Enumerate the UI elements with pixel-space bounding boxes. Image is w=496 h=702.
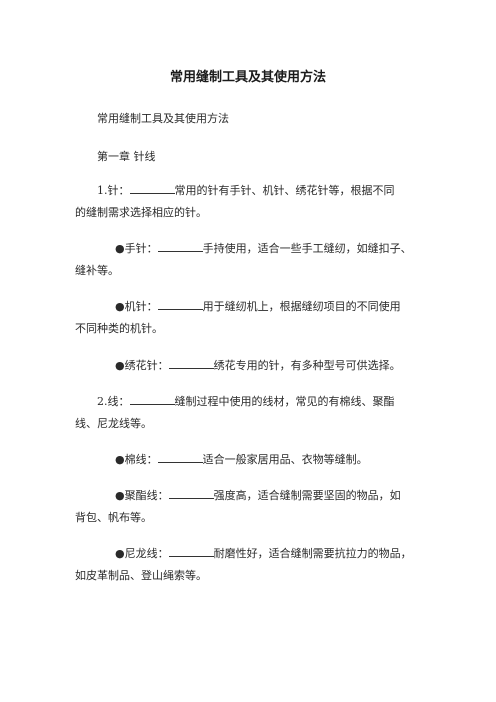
polyester-prefix: ●聚酯线： xyxy=(115,489,169,502)
embroidery-needle-line-1: ●绣花针： 绣花专用的针，有多种型号可供选择。 xyxy=(115,358,401,373)
needle-prefix: 1.针： xyxy=(97,184,130,197)
fill-blank xyxy=(168,358,214,369)
hand-needle-prefix: ●手针： xyxy=(115,242,158,255)
nylon-line-1: ●尼龙线： 耐磨性好，适合缝制需要抗拉力的物品， xyxy=(115,546,412,561)
needle-line-1: 1.针： 常用的针有手针、机针、绣花针等，根据不同 xyxy=(97,183,395,198)
chapter-heading: 第一章 针线 xyxy=(97,150,156,163)
embroidery-needle-prefix: ●绣花针： xyxy=(115,359,169,372)
machine-needle-prefix: ●机针： xyxy=(115,300,158,313)
document-title: 常用缝制工具及其使用方法 xyxy=(169,70,326,85)
fill-blank xyxy=(157,299,203,310)
polyester-line-1: ●聚酯线： 强度高，适合缝制需要坚固的物品，如 xyxy=(115,488,401,503)
nylon-prefix: ●尼龙线： xyxy=(115,547,169,560)
machine-needle-text-1: 用于缝纫机上，根据缝纫项目的不同使用 xyxy=(202,300,401,313)
hand-needle-line-1: ●手针： 手持使用，适合一些手工缝纫，如缝扣子、 xyxy=(115,241,412,256)
cotton-prefix: ●棉线： xyxy=(115,453,158,466)
thread-line-2: 线、尼龙线等。 xyxy=(75,417,152,430)
thread-prefix: 2.线： xyxy=(97,395,130,408)
nylon-text-1: 耐磨性好，适合缝制需要抗拉力的物品， xyxy=(213,547,412,560)
polyester-line-2: 背包、帆布等。 xyxy=(75,511,152,524)
needle-line-2: 的缝制需求选择相应的针。 xyxy=(75,206,207,219)
polyester-text-1: 强度高，适合缝制需要坚固的物品，如 xyxy=(213,489,401,502)
fill-blank xyxy=(168,488,214,499)
fill-blank xyxy=(168,546,214,557)
fill-blank xyxy=(157,452,203,463)
cotton-line-1: ●棉线： 适合一般家居用品、衣物等缝制。 xyxy=(115,452,368,467)
embroidery-needle-text-1: 绣花专用的针，有多种型号可供选择。 xyxy=(213,359,401,372)
needle-text-1: 常用的针有手针、机针、绣花针等，根据不同 xyxy=(174,184,395,197)
fill-blank xyxy=(129,394,175,405)
hand-needle-line-2: 缝补等。 xyxy=(75,264,119,277)
nylon-line-2: 如皮革制品、登山绳索等。 xyxy=(75,569,207,582)
hand-needle-text-1: 手持使用，适合一些手工缝纫，如缝扣子、 xyxy=(202,242,412,255)
fill-blank xyxy=(157,241,203,252)
machine-needle-line-2: 不同种类的机针。 xyxy=(75,322,163,335)
cotton-text-1: 适合一般家居用品、衣物等缝制。 xyxy=(202,453,368,466)
thread-text-1: 缝制过程中使用的线材，常见的有棉线、聚酯 xyxy=(174,395,395,408)
thread-line-1: 2.线： 缝制过程中使用的线材，常见的有棉线、聚酯 xyxy=(97,394,395,409)
document-subtitle: 常用缝制工具及其使用方法 xyxy=(97,112,229,125)
fill-blank xyxy=(129,183,175,194)
machine-needle-line-1: ●机针： 用于缝纫机上，根据缝纫项目的不同使用 xyxy=(115,299,401,314)
